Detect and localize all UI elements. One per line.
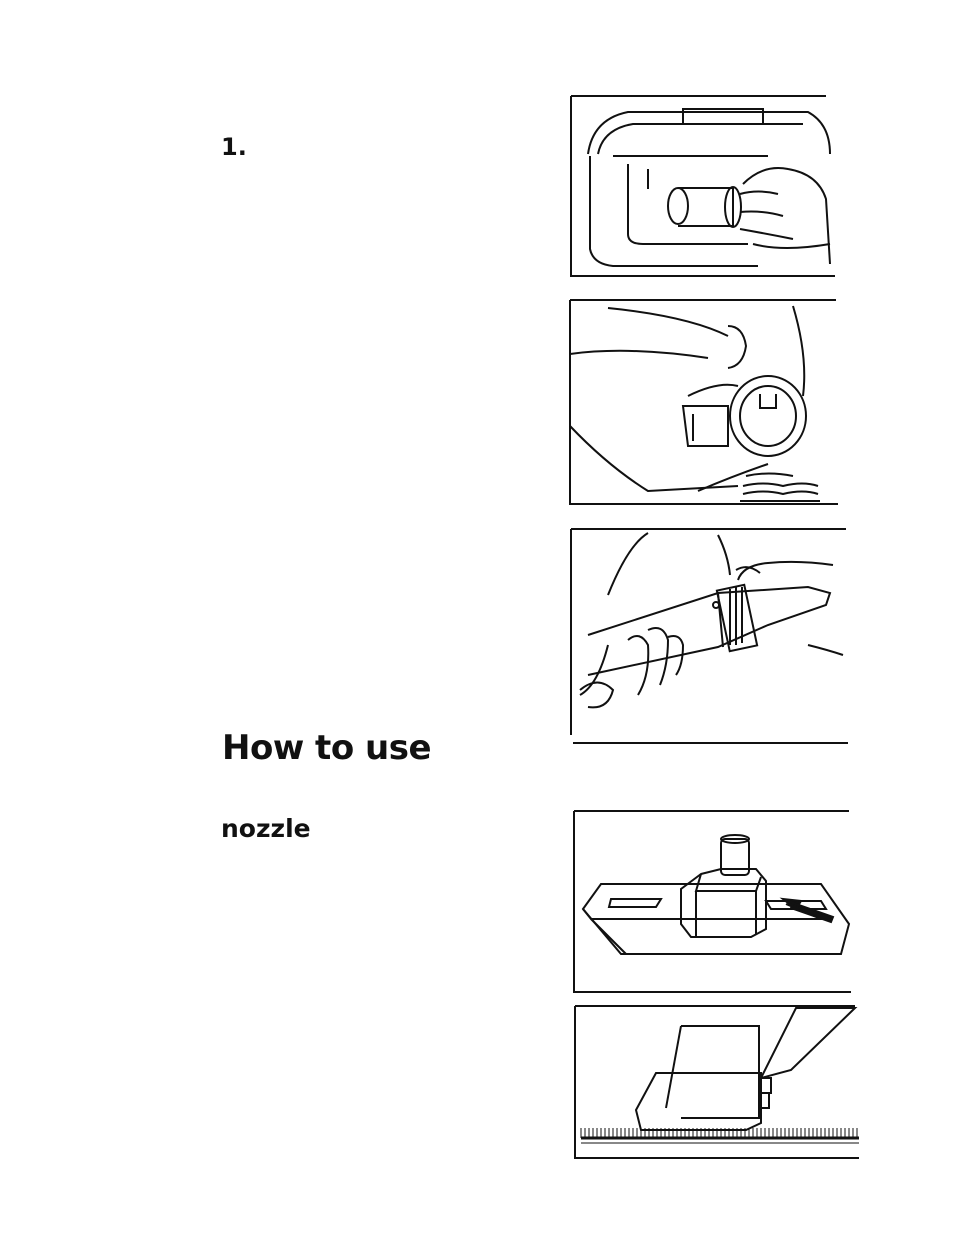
hand-inserting-hose-icon — [568, 94, 838, 280]
nozzle-on-carpet-illustration — [571, 998, 861, 1162]
nozzle-side-view-icon — [571, 998, 861, 1162]
hose-connection-illustration — [568, 94, 838, 280]
section-heading: How to use — [222, 728, 431, 768]
hands-locking-wand-icon — [568, 525, 850, 747]
floor-nozzle-illustration — [571, 809, 853, 995]
wand-lock-illustration — [568, 525, 850, 747]
floor-nozzle-icon — [571, 809, 853, 995]
step-number: 1. — [221, 133, 247, 161]
subheading: nozzle — [221, 814, 311, 843]
hands-holding-coupling-icon — [568, 296, 840, 508]
hose-coupling-illustration — [568, 296, 840, 508]
